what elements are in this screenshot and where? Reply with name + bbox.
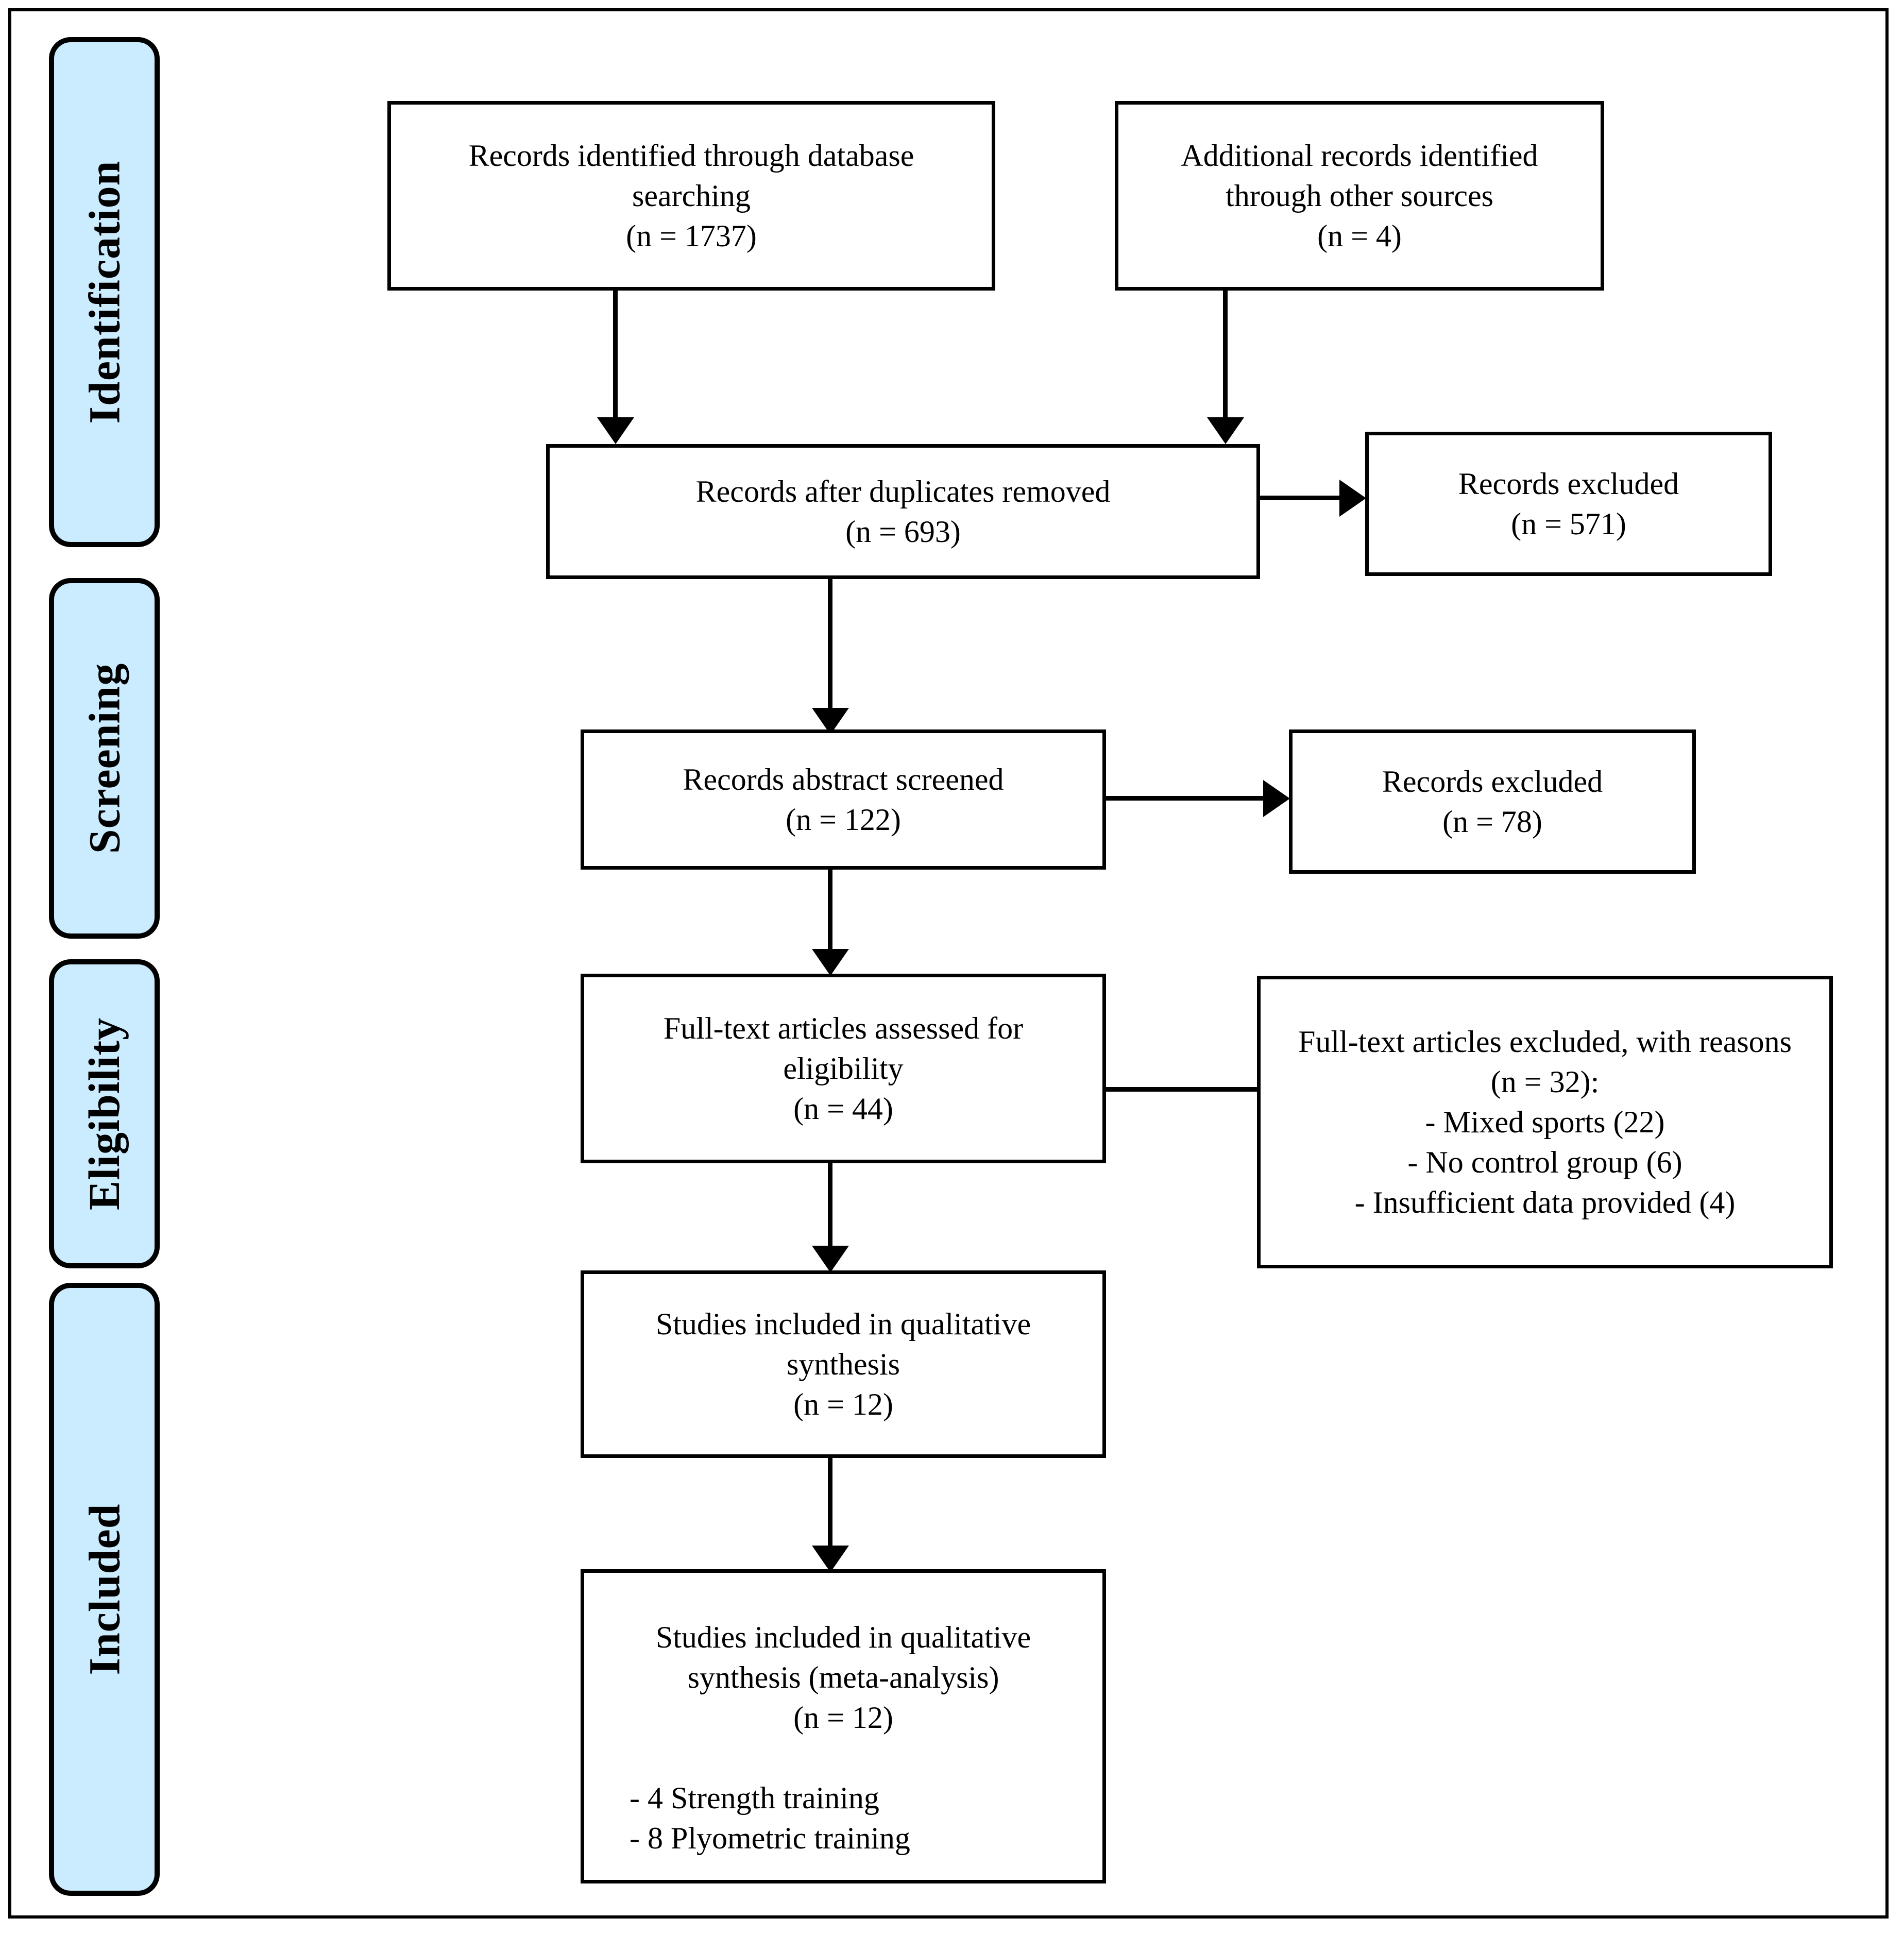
arrowhead-qualitative-to-meta [812,1546,849,1572]
connector-duplicates-to-excluded571 [1257,496,1345,500]
box-records-excluded-78-text: Records excluded (n = 78) [1382,765,1603,839]
arrowhead-abstract-to-excluded78 [1263,780,1290,817]
connector-fulltext-to-qualitative [828,1163,832,1250]
box-additional-records-other-sources: Additional records identified through ot… [1115,101,1604,291]
box-studies-qualitative-synthesis-text: Studies included in qualitative synthesi… [655,1307,1031,1421]
box-studies-meta-analysis-header: Studies included in qualitative synthesi… [655,1620,1031,1735]
connector-duplicates-to-abstract [828,578,832,712]
box-studies-meta-analysis-breakdown: - 4 Strength training - 8 Plyometric tra… [630,1781,910,1855]
stage-label-eligibility-text: Eligibility [79,1017,129,1211]
stage-label-eligibility: Eligibility [49,959,160,1268]
arrowhead-fulltext-to-qualitative [812,1246,849,1272]
box-fulltext-assessed-eligibility-text: Full-text articles assessed for eligibil… [663,1011,1024,1126]
connector-fulltext-to-excluded-reasons [1106,1087,1270,1092]
box-records-identified-database-text: Records identified through database sear… [468,139,914,253]
box-fulltext-excluded-with-reasons-text: Full-text articles excluded, with reason… [1298,1025,1792,1219]
connector-database-to-duplicates [613,288,618,421]
box-fulltext-excluded-with-reasons: Full-text articles excluded, with reason… [1257,976,1833,1268]
box-records-excluded-571: Records excluded (n = 571) [1365,432,1772,576]
connector-qualitative-to-meta [828,1458,832,1551]
stage-label-identification: Identification [49,37,160,547]
arrowhead-abstract-to-fulltext [812,949,849,976]
stage-label-included-text: Included [79,1503,129,1675]
box-records-excluded-78: Records excluded (n = 78) [1289,729,1696,874]
box-records-excluded-571-text: Records excluded (n = 571) [1458,467,1679,541]
connector-abstract-to-excluded78 [1106,796,1270,801]
arrowhead-other-sources-to-duplicates [1207,417,1244,444]
box-studies-meta-analysis-inner: Studies included in qualitative synthesi… [598,1617,1089,1858]
box-additional-records-other-sources-text: Additional records identified through ot… [1181,139,1538,253]
arrowhead-duplicates-to-excluded571 [1339,480,1366,517]
arrowhead-database-to-duplicates [597,417,634,444]
box-studies-qualitative-synthesis: Studies included in qualitative synthesi… [581,1270,1106,1458]
stage-label-identification-text: Identification [79,160,129,424]
box-records-abstract-screened-text: Records abstract screened (n = 122) [683,762,1004,837]
connector-other-sources-to-duplicates [1223,288,1228,421]
box-records-identified-database: Records identified through database sear… [387,101,995,291]
connector-abstract-to-fulltext [828,870,832,953]
box-fulltext-assessed-eligibility: Full-text articles assessed for eligibil… [581,974,1106,1163]
box-records-after-duplicates-removed-text: Records after duplicates removed (n = 69… [695,474,1111,549]
stage-label-included: Included [49,1283,160,1896]
box-records-abstract-screened: Records abstract screened (n = 122) [581,729,1106,870]
box-records-after-duplicates-removed: Records after duplicates removed (n = 69… [546,444,1260,579]
stage-label-screening: Screening [49,578,160,939]
box-studies-meta-analysis: Studies included in qualitative synthesi… [581,1569,1106,1883]
stage-label-screening-text: Screening [79,663,129,854]
